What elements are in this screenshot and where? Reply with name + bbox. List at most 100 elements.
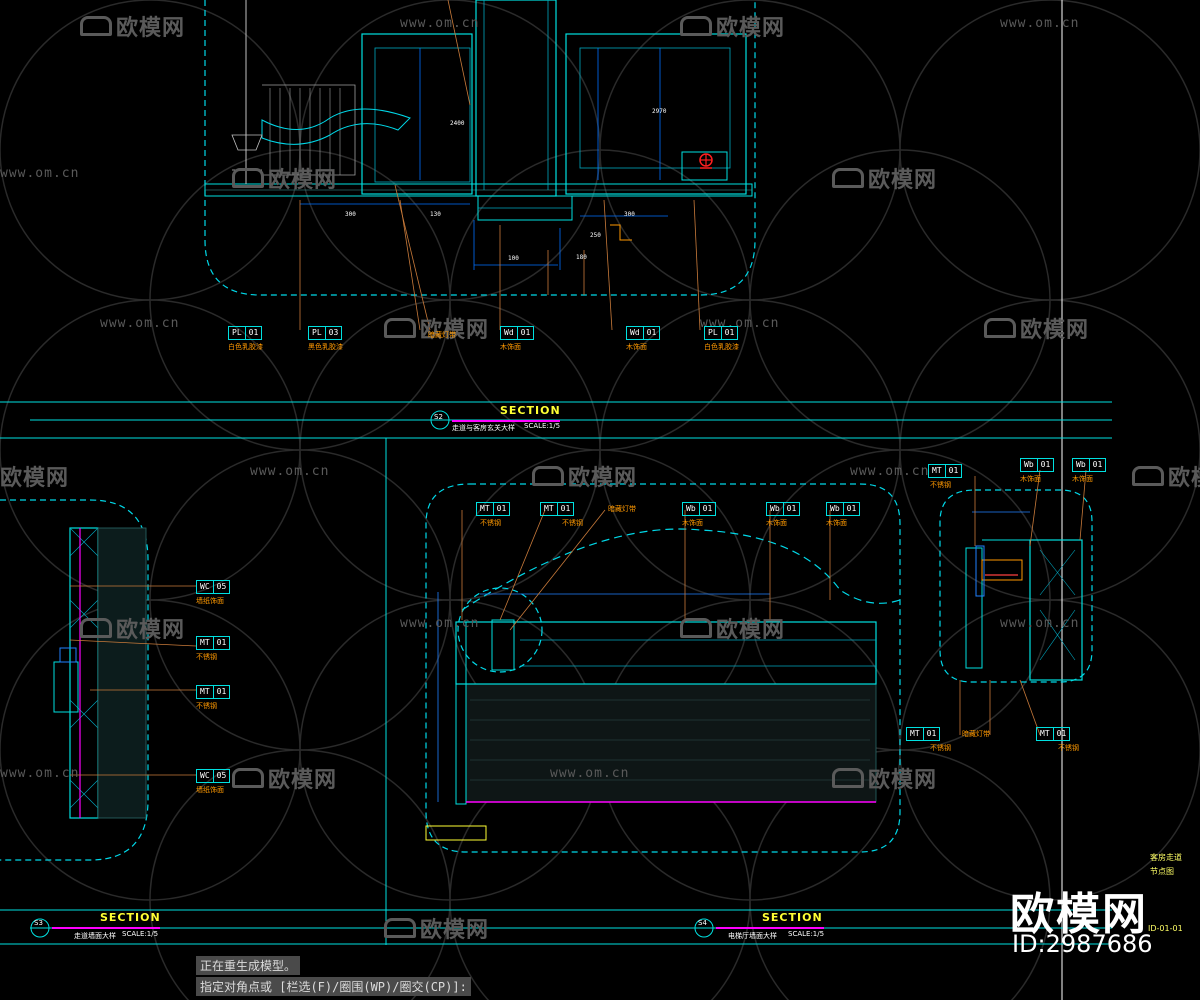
s2-detail-boundary: [204, 0, 756, 296]
section-desc-s4: 电梯厅墙面大样: [728, 932, 777, 940]
section-dividers: [0, 401, 1112, 945]
right-detail-drawing[interactable]: [939, 469, 1093, 736]
s2-right-room: [565, 33, 747, 195]
watermark-brand-large: 欧模网: [1010, 889, 1148, 940]
watermark-logo: 欧模网: [232, 162, 337, 194]
s4-stone-panel: [465, 683, 877, 803]
section-title-s2: SECTION: [500, 404, 561, 417]
material-label: 木饰面: [1072, 475, 1093, 483]
dimension-text: 100: [508, 255, 519, 262]
watermark-url: www.om.cn: [1000, 616, 1080, 631]
title-block-note: 客房走道: [1150, 853, 1182, 862]
material-label: 墙纸饰面: [196, 597, 224, 605]
sofa-logo-icon: [80, 16, 112, 36]
watermark-logo: 欧模网: [384, 312, 489, 344]
material-label: 不锈钢: [930, 744, 951, 752]
material-label: 暗藏灯带: [962, 730, 990, 738]
command-history-line: 正在重生成模型。: [196, 956, 301, 975]
dimension-text: 130: [430, 211, 441, 218]
material-label: 木饰面: [1020, 475, 1041, 483]
watermark-logo: 欧模网: [680, 612, 785, 644]
section-scale-s4: SCALE:1/5: [788, 930, 825, 938]
s2-left-room: [361, 33, 473, 195]
s2-curtain: [262, 84, 356, 176]
section-code-s4: S4: [698, 919, 707, 927]
watermark-logo: 欧模网: [1132, 460, 1200, 492]
right-detail-boundary: [939, 489, 1093, 683]
dimension-text: 180: [576, 254, 587, 261]
sofa-logo-icon: [532, 466, 564, 486]
watermark-logo: 欧模网: [832, 762, 937, 794]
s4-zoom-bubble: [461, 528, 901, 611]
section-s2-drawing[interactable]: [204, 0, 756, 331]
material-label: 黑色乳胶漆: [308, 343, 343, 351]
section-code-s2: S2: [434, 413, 443, 421]
watermark-url: www.om.cn: [0, 766, 80, 781]
watermark-url: www.om.cn: [250, 464, 330, 479]
sofa-logo-icon: [232, 768, 264, 788]
section-markers: [30, 410, 714, 938]
watermark-logo: 欧模网: [0, 466, 70, 491]
watermark-url: www.om.cn: [700, 316, 780, 331]
watermark-url: www.om.cn: [400, 616, 480, 631]
watermark-url: www.om.cn: [100, 316, 180, 331]
sofa-logo-icon: [832, 168, 864, 188]
material-label: 白色乳胶漆: [704, 343, 739, 351]
sofa-logo-icon: [384, 918, 416, 938]
watermark-id: ID:2987686: [1012, 930, 1153, 958]
material-label: 木饰面: [626, 343, 647, 351]
s2-right-room-inner: [579, 47, 731, 169]
s2-left-room-inner: [374, 47, 471, 183]
sofa-logo-icon: [232, 168, 264, 188]
sofa-logo-icon: [80, 618, 112, 638]
section-scale-s3: SCALE:1/5: [122, 930, 159, 938]
watermark-logo: 欧模网: [832, 162, 937, 194]
command-line[interactable]: 正在重生成模型。 指定对角点或 [栏选(F)/圈围(WP)/圈交(CP)]:: [196, 956, 471, 998]
command-prompt-line[interactable]: 指定对角点或 [栏选(F)/圈围(WP)/圈交(CP)]:: [196, 977, 471, 996]
s2-flow-arrow: [261, 108, 411, 145]
material-label: 白色乳胶漆: [228, 343, 263, 351]
watermark-logo: 欧模网: [984, 312, 1089, 344]
material-label: 木饰面: [682, 519, 703, 527]
material-label: 木饰面: [826, 519, 847, 527]
section-desc-s3: 走道墙面大样: [74, 932, 116, 940]
watermark-url: www.om.cn: [0, 166, 80, 181]
sofa-logo-icon: [1132, 466, 1164, 486]
sofa-logo-icon: [384, 318, 416, 338]
sofa-logo-icon: [832, 768, 864, 788]
sofa-logo-icon: [984, 318, 1016, 338]
section-scale-s2: SCALE:1/5: [524, 422, 561, 430]
section-s3-drawing[interactable]: [0, 499, 197, 861]
sofa-logo-icon: [680, 16, 712, 36]
sofa-logo-icon: [680, 618, 712, 638]
s3-hatched-core: [97, 527, 147, 819]
dimension-text: 250: [590, 232, 601, 239]
section-s4-drawing[interactable]: [425, 483, 901, 853]
material-label: 不锈钢: [562, 519, 583, 527]
dimension-text: 300: [345, 211, 356, 218]
material-label: 不锈钢: [930, 481, 951, 489]
watermark-logo: 欧模网: [232, 762, 337, 794]
